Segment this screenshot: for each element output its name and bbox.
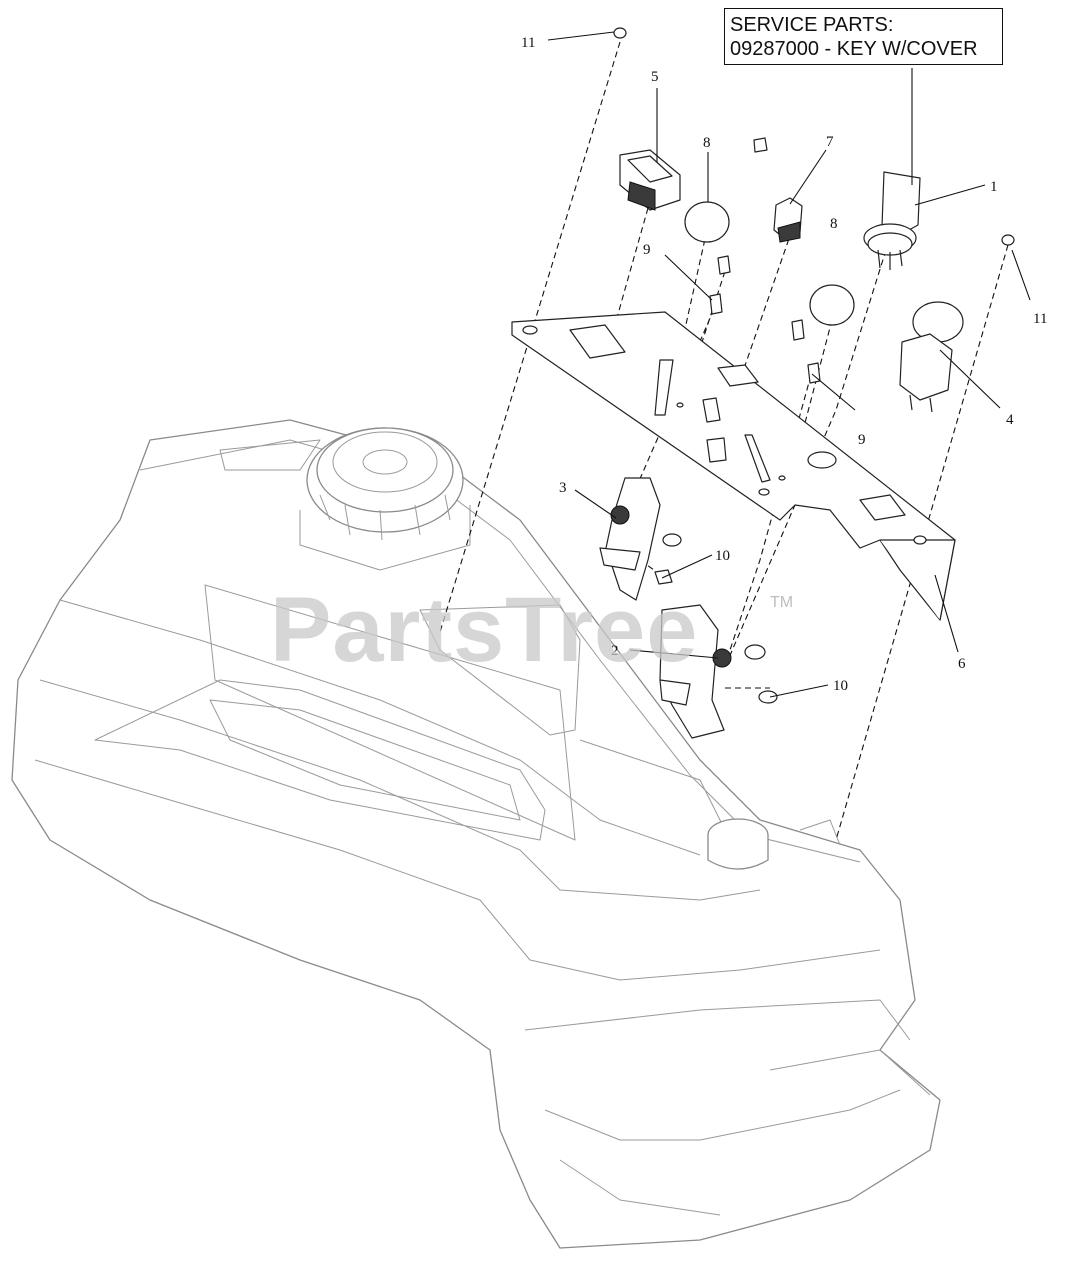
fuel-cap xyxy=(299,427,471,571)
callout-5: 5 xyxy=(651,69,659,85)
callout-10: 10 xyxy=(833,678,848,694)
callout-2: 2 xyxy=(611,643,619,659)
callout-6: 6 xyxy=(958,656,966,672)
watermark-trademark: TM xyxy=(770,594,794,611)
callout-1: 1 xyxy=(990,179,998,195)
small-switch xyxy=(773,197,803,243)
screws xyxy=(613,27,1015,384)
rocker-switch xyxy=(619,149,681,211)
service-parts-key-item: 09287000 - KEY W/COVER xyxy=(730,38,978,60)
leader-lines xyxy=(547,31,1031,698)
hole-plug xyxy=(809,284,855,326)
callout-11: 11 xyxy=(521,35,535,51)
callout-labels: 11 5 8 7 1 9 8 11 4 9 3 10 6 2 10 xyxy=(521,35,1047,694)
ignition-switch xyxy=(863,171,921,270)
callout-8: 8 xyxy=(830,216,838,232)
callout-3: 3 xyxy=(559,480,567,496)
vent-cap xyxy=(707,818,769,870)
fuel-tank xyxy=(11,419,941,1249)
callout-9: 9 xyxy=(643,242,651,258)
hole-plug xyxy=(684,201,730,243)
callout-4: 4 xyxy=(1006,412,1014,428)
callout-11: 11 xyxy=(1033,311,1047,327)
panel-rods xyxy=(654,359,771,483)
callout-9: 9 xyxy=(858,432,866,448)
callout-10: 10 xyxy=(715,548,730,564)
callout-7: 7 xyxy=(826,134,834,150)
callout-8: 8 xyxy=(703,135,711,151)
watermark-text: PartsTree xyxy=(270,579,699,681)
service-parts-box: SERVICE PARTS: 09287000 - KEY W/COVER xyxy=(724,8,1003,65)
pto-switch xyxy=(899,301,964,413)
control-panel xyxy=(511,311,956,621)
interlock-switch-bracket xyxy=(599,477,682,601)
service-parts-heading: SERVICE PARTS: xyxy=(730,14,894,36)
seat-switch-bracket xyxy=(659,604,778,739)
